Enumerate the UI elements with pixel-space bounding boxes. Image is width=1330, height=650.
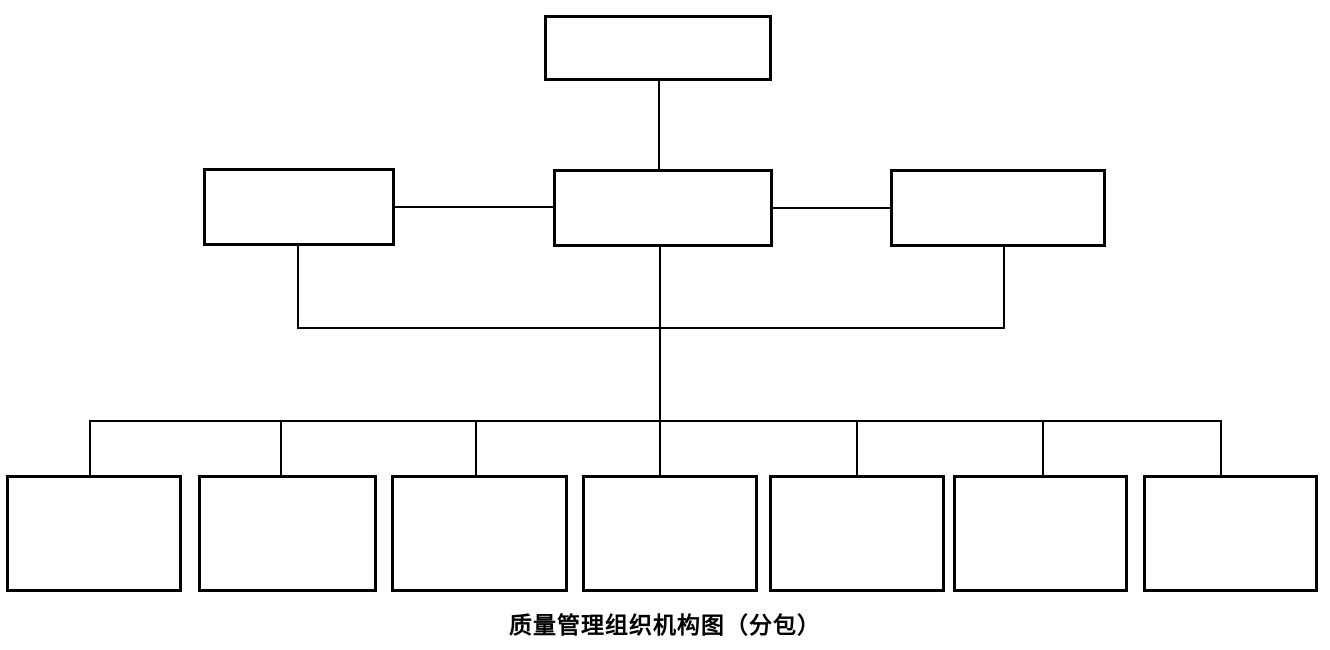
org-box-row3-7: [1143, 475, 1318, 592]
connector-drop-3: [475, 421, 477, 475]
connector-drop-2: [280, 421, 282, 475]
org-box-row3-2: [198, 475, 377, 592]
connector-center-trunk: [659, 247, 661, 421]
connector-main-bus: [89, 420, 1222, 422]
connector-row2-left-to-center: [395, 206, 553, 208]
org-box-row3-4: [582, 475, 758, 592]
connector-mid-tie-line: [297, 327, 1005, 329]
org-box-row2-left: [203, 168, 395, 246]
org-box-top: [544, 15, 772, 81]
org-box-row3-3: [391, 475, 568, 592]
org-box-row3-6: [953, 475, 1128, 592]
connector-drop-5: [856, 421, 858, 475]
connector-drop-1: [89, 421, 91, 475]
org-box-row3-5: [769, 475, 945, 592]
connector-drop-7: [1220, 421, 1222, 475]
connector-row2-right-drop: [1003, 247, 1005, 328]
org-box-row2-center: [553, 169, 773, 247]
org-box-row3-1: [6, 475, 182, 592]
connector-row2-center-to-right: [773, 207, 890, 209]
org-box-row2-right: [890, 169, 1106, 247]
connector-drop-4: [659, 421, 661, 475]
connector-top-to-row2-vertical: [658, 81, 660, 169]
connector-row2-left-drop: [297, 246, 299, 328]
diagram-caption: 质量管理组织机构图（分包）: [509, 613, 821, 638]
connector-drop-6: [1042, 421, 1044, 475]
